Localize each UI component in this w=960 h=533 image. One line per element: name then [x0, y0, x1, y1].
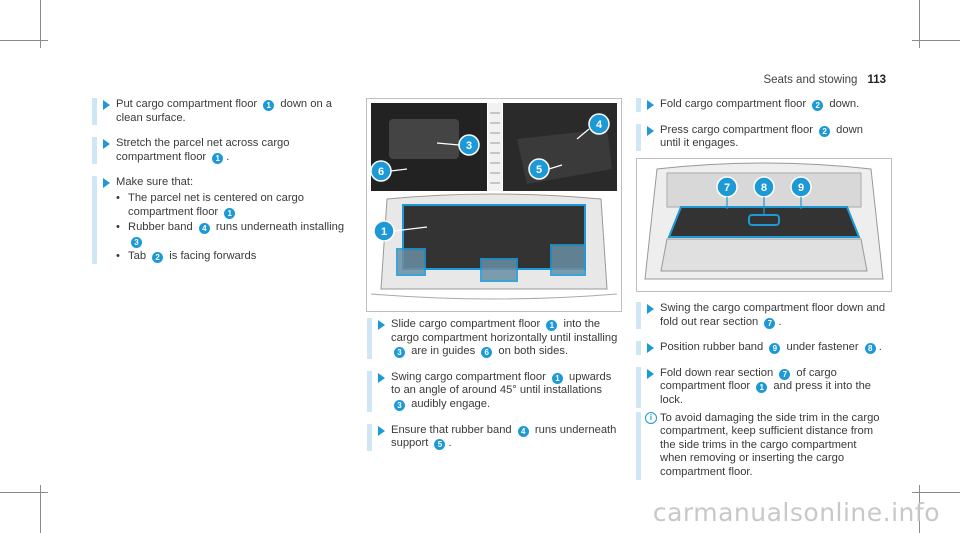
step-arrow-icon [378, 372, 385, 383]
step-arrow-icon [103, 178, 110, 189]
callout-number: 1 [551, 372, 563, 384]
step-item: Make sure that: •The parcel net is cente… [92, 176, 352, 264]
callout-number: 2 [812, 100, 824, 111]
callout-number: 1 [263, 100, 275, 111]
step-item: Fold cargo compartment floor 2 down. [636, 98, 886, 112]
callout-6: 6 [378, 166, 384, 178]
callout-number: 3 [394, 399, 405, 411]
trunk-illustration-2: 7 8 9 [637, 159, 891, 291]
callout-number: 1 [546, 320, 558, 331]
callout-number: 7 [764, 317, 776, 329]
page-number: 113 [867, 74, 886, 86]
crop-mark [0, 40, 48, 41]
crop-mark [919, 0, 920, 48]
info-icon: i [645, 411, 657, 424]
callout-number: 3 [131, 236, 142, 248]
callout-number: 5 [434, 439, 446, 451]
callout-8: 8 [761, 182, 767, 194]
watermark: carmanualsonline.info [652, 498, 940, 527]
callout-number: 4 [517, 425, 529, 437]
crop-mark [912, 492, 960, 493]
callout-1: 1 [381, 226, 387, 238]
bullet-item: •Rubber band 4 runs underneath installin… [116, 221, 345, 248]
crop-mark [912, 40, 960, 41]
callout-number: 2 [152, 252, 164, 264]
step-arrow-icon [647, 368, 654, 379]
step-item: Ensure that rubber band 4 runs underneat… [367, 423, 620, 451]
step-arrow-icon [647, 125, 654, 136]
callout-7: 7 [724, 182, 730, 194]
callout-number: 6 [481, 347, 493, 359]
illustration-rear-section: 7 8 9 [636, 158, 892, 292]
callout-number: 1 [212, 152, 224, 164]
crop-mark [40, 485, 41, 533]
step-item: Slide cargo compartment floor 1 into the… [367, 318, 620, 359]
step-arrow-icon [647, 100, 654, 110]
callout-number: 2 [819, 125, 831, 137]
column-3-lower: Swing the cargo compartment floor down a… [636, 302, 886, 480]
crop-mark [919, 485, 920, 533]
callout-5: 5 [536, 164, 542, 176]
step-item: Swing cargo compartment floor 1 upwards … [367, 370, 620, 412]
step-arrow-icon [378, 425, 385, 436]
illustration-parcel-net: 1 3 4 5 6 [366, 98, 622, 312]
column-2: Slide cargo compartment floor 1 into the… [367, 318, 620, 463]
callout-number: 8 [864, 343, 876, 355]
step-item: Position rubber band 9 under fastener 8. [636, 341, 886, 355]
step-item: Fold down rear section 7 of cargo compar… [636, 366, 886, 408]
callout-3: 3 [466, 140, 472, 152]
callout-number: 1 [756, 382, 768, 394]
bullet-item: •Tab 2 is facing forwards [116, 250, 257, 264]
page-header: Seats and stowing 113 [763, 74, 886, 86]
callout-number: 3 [394, 347, 405, 359]
section-title: Seats and stowing [763, 74, 858, 86]
callout-number: 7 [779, 368, 791, 380]
info-note: i To avoid damaging the side trim in the… [636, 411, 886, 480]
callout-number: 9 [769, 343, 781, 355]
column-1: Put cargo compartment floor 1 down on a … [92, 98, 352, 276]
crop-mark [0, 492, 48, 493]
callout-9: 9 [798, 182, 804, 194]
step-arrow-icon [103, 100, 110, 110]
callout-4: 4 [596, 119, 603, 131]
step-arrow-icon [103, 139, 110, 150]
step-arrow-icon [647, 304, 654, 314]
crop-mark [40, 0, 41, 48]
bullet-item: •The parcel net is centered on cargo com… [116, 191, 304, 219]
step-item: Press cargo compartment floor 2 down unt… [636, 123, 886, 151]
callout-number: 4 [198, 223, 210, 235]
step-item: Swing the cargo compartment floor down a… [636, 302, 886, 330]
step-item: Put cargo compartment floor 1 down on a … [92, 98, 352, 126]
step-item: Stretch the parcel net across cargo comp… [92, 137, 352, 165]
step-arrow-icon [647, 343, 654, 354]
callout-number: 1 [224, 207, 236, 219]
column-3: Fold cargo compartment floor 2 down. Pre… [636, 98, 886, 163]
trunk-illustration: 1 3 4 5 6 [367, 99, 621, 311]
step-arrow-icon [378, 320, 385, 330]
